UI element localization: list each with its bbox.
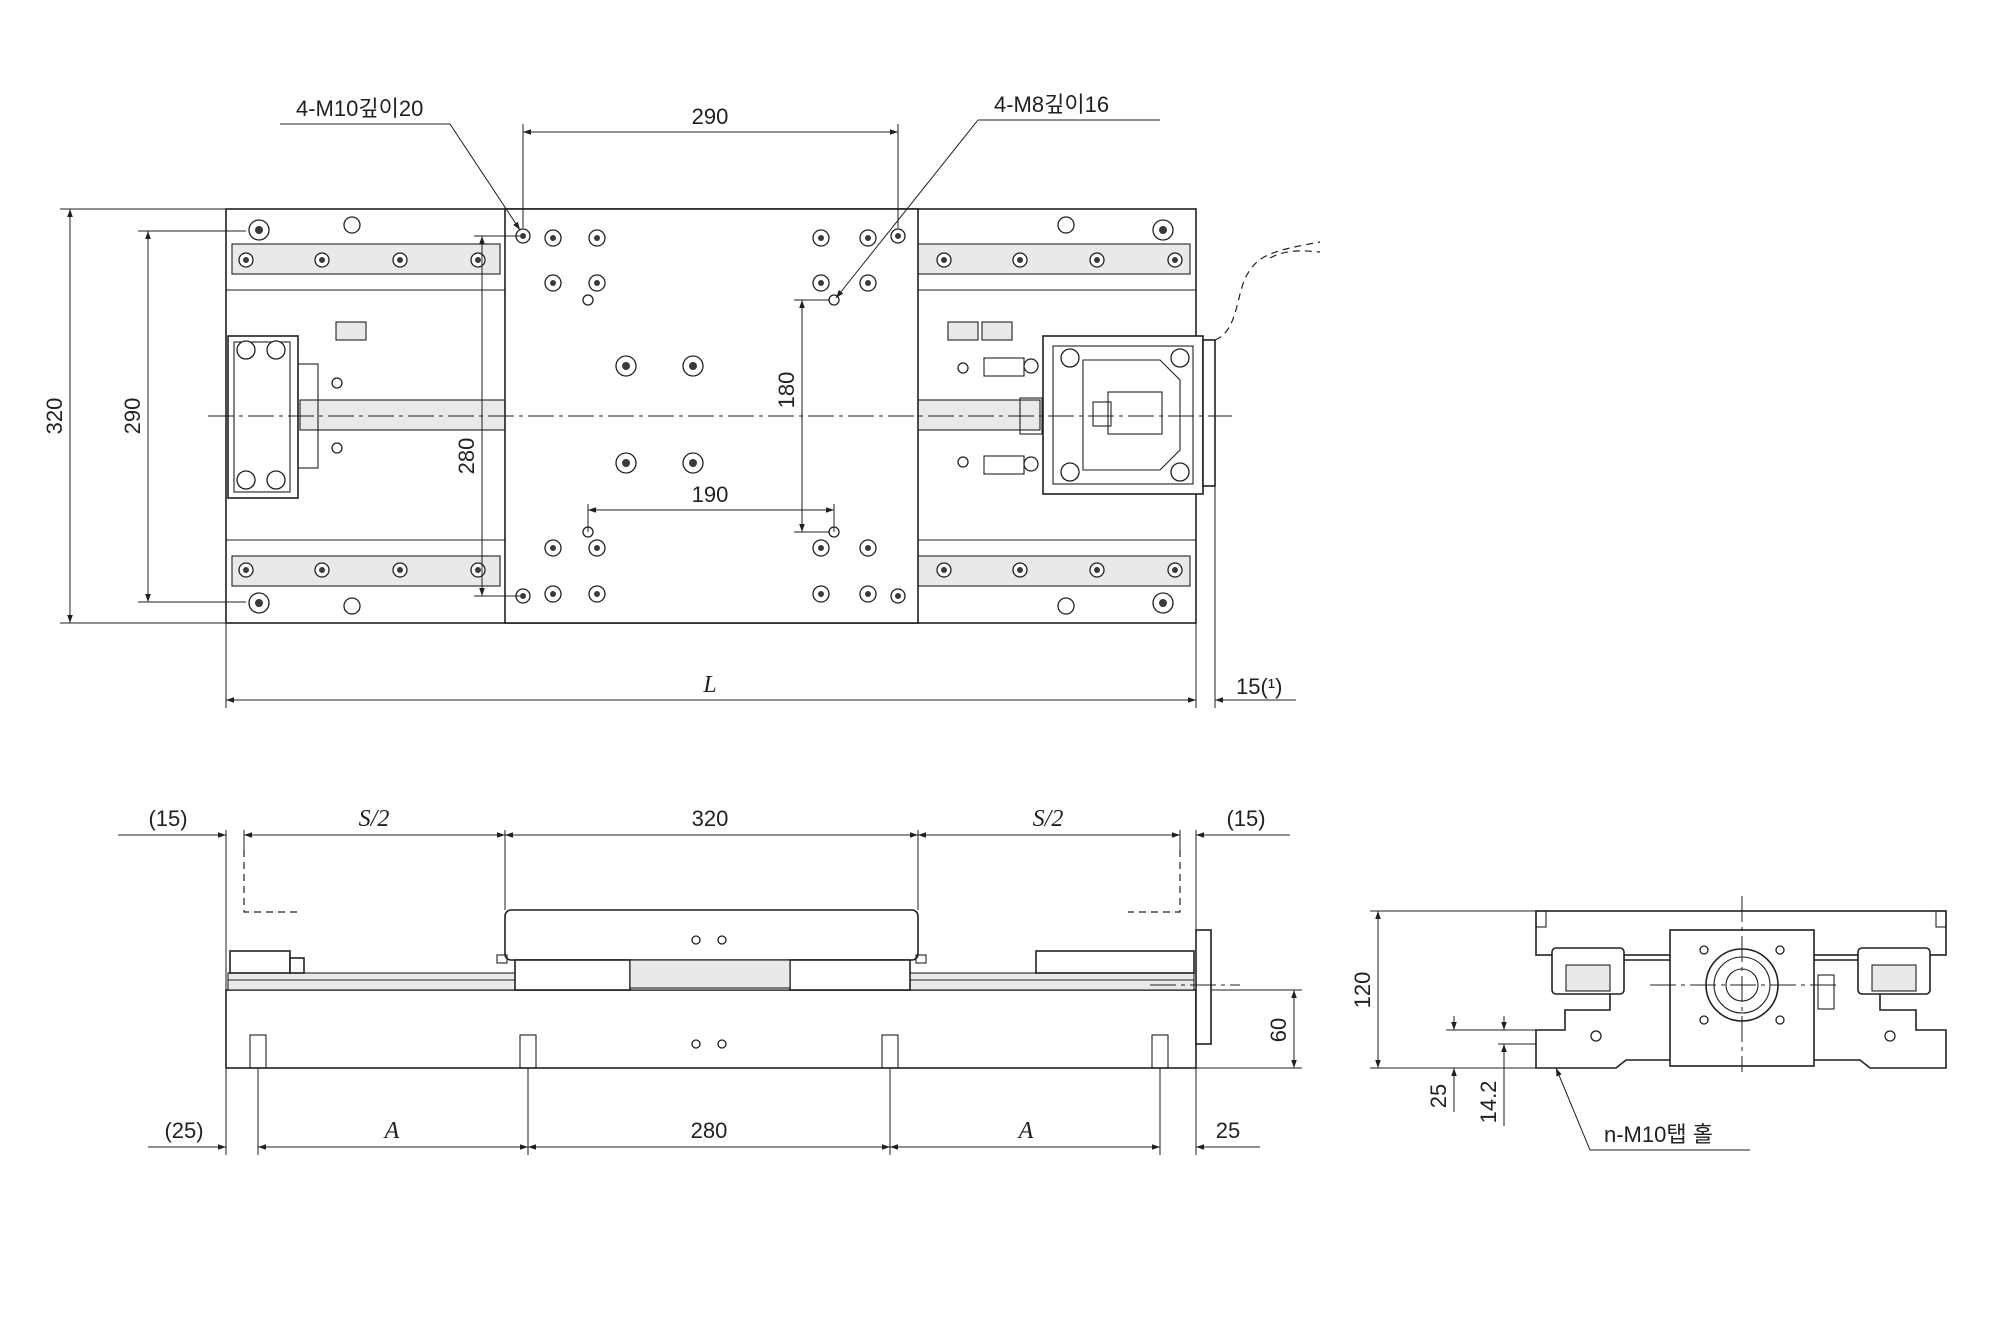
side-view: 120 25 14.2 n-M10탭 홀 bbox=[1350, 896, 1947, 1151]
top-rail-upper-left bbox=[231, 243, 501, 275]
callout-tap-m10: 4-M10깊이20 bbox=[296, 96, 423, 121]
dim-stroke-left: S/2 bbox=[359, 806, 390, 832]
mounting-holes bbox=[236, 216, 1190, 615]
dim-base-25: 25 bbox=[1426, 1084, 1451, 1108]
top-view: 290 4-M10깊이20 4-M8깊이16 320 290 280 180 bbox=[42, 92, 1321, 708]
dim-stroke-right: S/2 bbox=[1033, 806, 1064, 832]
callout-tap-m8: 4-M8깊이16 bbox=[994, 92, 1109, 117]
dim-left-margin: (15) bbox=[148, 806, 187, 831]
dim-length: L bbox=[702, 672, 716, 698]
dim-table-length: 320 bbox=[692, 806, 729, 831]
dim-height: 60 bbox=[1266, 1018, 1291, 1042]
dim-foot-left: (25) bbox=[164, 1118, 203, 1143]
dim-center-hole-pitch-y: 180 bbox=[774, 372, 799, 409]
left-end-block bbox=[227, 335, 299, 499]
dim-right-margin: (15) bbox=[1226, 806, 1265, 831]
front-view-base bbox=[225, 989, 1197, 1069]
dim-motor-offset: 15(¹) bbox=[1236, 674, 1282, 699]
dim-table-hole-pitch-x: 290 bbox=[692, 104, 729, 129]
front-view: (15) S/2 320 S/2 (15) 60 (25) A 280 A 25 bbox=[118, 806, 1302, 1155]
callout-tap-n-m10: n-M10탭 홀 bbox=[1604, 1122, 1713, 1147]
top-rail-upper-right bbox=[917, 243, 1191, 275]
dim-rail-pitch: 290 bbox=[120, 398, 145, 435]
dim-overall-width: 320 bbox=[42, 398, 67, 435]
front-view-motor-flange bbox=[1195, 929, 1212, 1045]
dim-pitch-a-left: A bbox=[383, 1118, 400, 1144]
front-view-carriage bbox=[504, 909, 919, 961]
dim-foot-right: 25 bbox=[1216, 1118, 1240, 1143]
dim-center-hole-pitch-x: 190 bbox=[692, 482, 729, 507]
dim-table-hole-pitch-y: 280 bbox=[454, 438, 479, 475]
top-rail-lower-right bbox=[917, 555, 1191, 587]
dim-pitch-a-right: A bbox=[1017, 1118, 1034, 1144]
dim-foot-pitch: 280 bbox=[691, 1118, 728, 1143]
top-rail-lower-left bbox=[231, 555, 501, 587]
dim-base-14-2: 14.2 bbox=[1476, 1081, 1501, 1124]
dim-total-height: 120 bbox=[1350, 972, 1375, 1009]
motor-flange bbox=[1202, 339, 1216, 487]
